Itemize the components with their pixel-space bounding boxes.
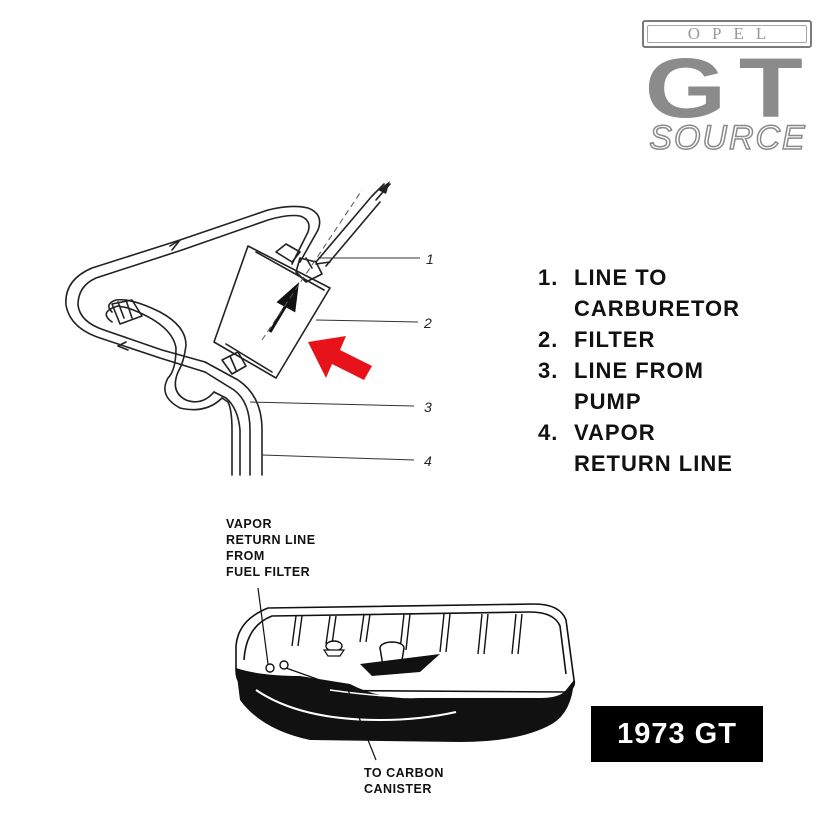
legend-item: 4. VAPOR RETURN LINE xyxy=(538,417,838,479)
callout-3: 3 xyxy=(424,399,432,415)
legend-item: 3. LINE FROM PUMP xyxy=(538,355,838,417)
legend-number: 1. xyxy=(538,265,559,290)
year-badge: 1973 GT xyxy=(591,706,763,762)
opel-gt-source-logo: OPEL GT SOURCE xyxy=(628,18,828,158)
legend-label: VAPOR RETURN LINE xyxy=(574,420,733,476)
red-arrow-icon xyxy=(308,336,372,380)
callout-1: 1 xyxy=(426,251,434,267)
diagram-legend: 1. LINE TO CARBURETOR 2. FILTER 3. LINE … xyxy=(538,262,838,479)
vapor-return-label: VAPOR RETURN LINE FROM FUEL FILTER xyxy=(226,517,316,579)
fuel-filter-diagram: 1 2 3 4 xyxy=(65,181,434,476)
legend-label: FILTER xyxy=(574,327,656,352)
source-wordmark: SOURCE xyxy=(649,119,807,157)
legend-number: 4. xyxy=(538,420,559,445)
legend-label: LINE TO CARBURETOR xyxy=(574,265,741,321)
legend-item: 1. LINE TO CARBURETOR xyxy=(538,262,838,324)
carbon-canister-label: TO CARBON CANISTER xyxy=(364,766,444,796)
opel-wordmark-text: OPEL xyxy=(687,24,779,43)
legend-number: 3. xyxy=(538,358,559,383)
legend-item: 2. FILTER xyxy=(538,324,838,355)
callout-2: 2 xyxy=(423,315,432,331)
gt-wordmark: GT xyxy=(644,41,816,135)
legend-label: LINE FROM PUMP xyxy=(574,358,704,414)
callout-4: 4 xyxy=(424,453,432,469)
legend-number: 2. xyxy=(538,327,559,352)
opel-wordmark: OPEL xyxy=(642,20,812,48)
fuel-tank-diagram xyxy=(235,587,576,761)
